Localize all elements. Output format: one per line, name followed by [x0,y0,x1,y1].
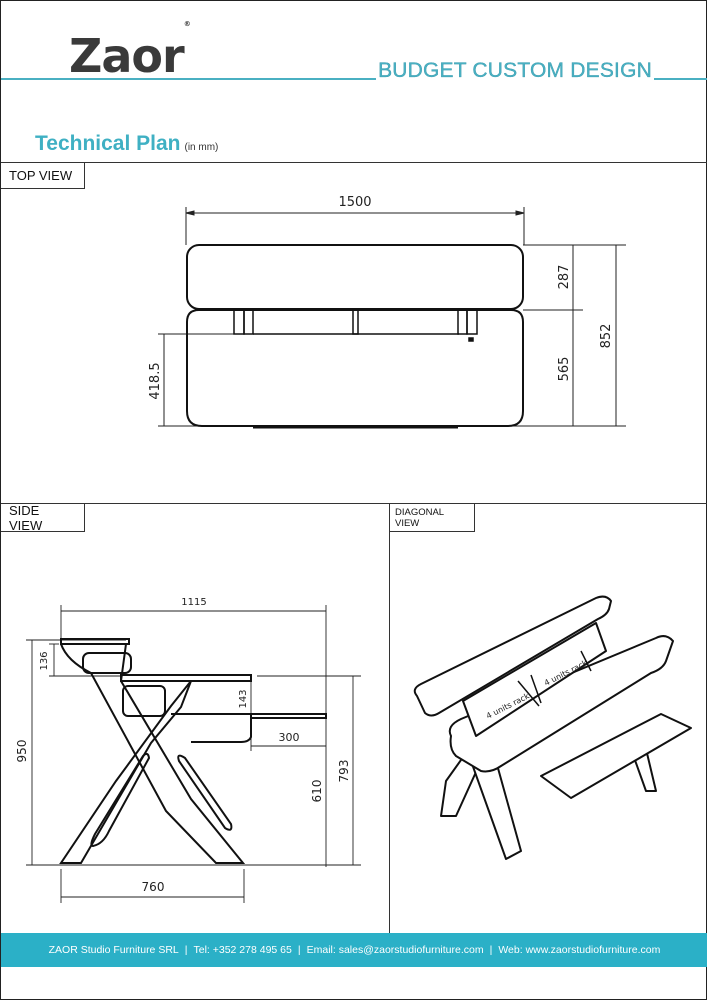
dim-793: 793 [337,760,351,783]
header-title: BUDGET CUSTOM DESIGN [376,59,654,83]
header-divider [1,78,707,80]
middle-divider [1,503,707,504]
plan-title: Technical Plan(in mm) [35,132,218,156]
side-view-label: SIDE VIEW [1,503,85,533]
dim-610: 610 [310,780,324,803]
footer-web[interactable]: Web: www.zaorstudiofurniture.com [498,944,661,956]
side-view-drawing: 1115 136 143 300 950 610 793 760 [15,597,361,903]
dim-287: 287 [557,265,572,290]
dim-136: 136 [39,651,50,670]
registered-mark: ® [183,19,191,28]
footer-email[interactable]: Email: sales@zaorstudiofurniture.com [306,944,484,956]
dim-852: 852 [599,324,614,349]
dim-1115: 1115 [181,597,206,608]
dim-950: 950 [15,740,29,763]
top-view-divider [1,162,707,163]
footer-separator: | [184,944,188,956]
vertical-divider [389,503,390,933]
dim-143: 143 [238,689,249,708]
dim-565: 565 [557,357,572,382]
unit-note: (in mm) [184,142,219,153]
diagonal-view-label: DIAGONAL VIEW [389,503,475,532]
dim-418-5: 418.5 [148,362,163,399]
dim-1500: 1500 [338,195,371,210]
top-view-drawing: 1500 287 565 852 418.5 [148,195,626,429]
footer-company: ZAOR Studio Furniture SRL [48,944,179,956]
footer-separator: | [489,944,493,956]
top-view-label: TOP VIEW [1,162,85,189]
diagonal-view-drawing: 4 units rack 4 units rack [413,595,692,860]
zaor-logo: Zaor® [69,20,191,83]
footer-tel: Tel: +352 278 495 65 [193,944,292,956]
dim-300: 300 [279,731,300,744]
logo-text: Zaor [69,29,185,83]
footer-separator: | [297,944,301,956]
plan-title-text: Technical Plan [35,132,181,155]
dim-760: 760 [142,880,165,894]
footer-bar: ZAOR Studio Furniture SRL | Tel: +352 27… [1,933,707,967]
